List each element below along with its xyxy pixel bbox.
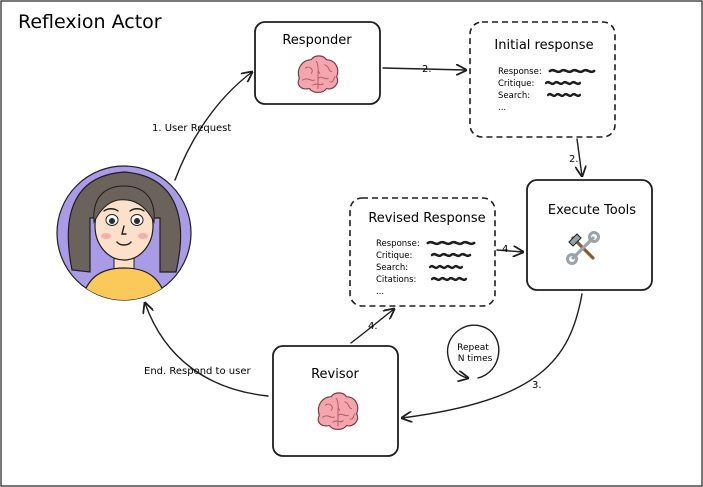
edge-label-user-request: 1. User Request [152,123,231,134]
revised-field-critique: Critique: [376,251,412,261]
brain-icon [317,392,359,431]
repeat-count-label: N times [458,354,493,364]
arrow-respond-to-user [145,303,269,397]
revised-field-search: Search: [376,263,408,273]
revised-response-title: Revised Response [368,211,485,226]
scribble-line [426,240,476,246]
edge-label-2a: 2. [422,64,432,75]
scribble-line [544,80,582,86]
edge-label-4b: 4 [502,244,508,255]
edge-label-end: End. Respond to user [144,366,251,377]
initial-field-critique: Critique: [498,79,534,89]
responder-node: Responder [254,21,381,105]
scribble-line [428,264,464,270]
arrow-user-request [174,72,252,181]
responder-title: Responder [282,33,352,48]
repeat-label: Repeat [457,343,489,353]
user-avatar [56,165,192,301]
arrow-initial-to-execute [577,138,582,176]
scribble-line [430,252,472,258]
initial-response-node: Initial response Response: Critique: Sea… [469,21,616,138]
arrow-responder-to-initial [382,68,466,70]
arrow-revisor-to-revised [350,309,394,344]
diagram-title: Reflexion Actor [18,11,162,33]
revised-field-more: ... [376,287,384,297]
avatar-hair [67,171,182,273]
arrow-execute-to-revisor [402,293,583,418]
repeat-loop-arrow [446,324,500,378]
initial-field-more: ... [498,103,506,113]
scribble-line [430,276,468,282]
initial-response-title: Initial response [494,38,593,53]
revisor-title: Revisor [311,367,359,382]
edge-label-4a: 4. [368,321,378,332]
revised-response-node: Revised Response Response: Critique: Sea… [349,197,496,307]
edge-label-2b: 2. [569,154,579,165]
revised-field-response: Response: [376,239,420,249]
initial-field-response: Response: [498,67,542,77]
scribble-line [548,68,596,74]
hammer-and-wrench-icon [566,231,600,265]
edge-label-3: 3. [532,380,542,391]
scribble-line [546,92,582,98]
revised-field-citations: Citations: [376,275,416,285]
revisor-node: Revisor [272,345,399,457]
execute-tools-node: Execute Tools [526,179,653,291]
initial-field-search: Search: [498,91,530,101]
repeat-loop: Repeat N times [446,324,500,378]
brain-icon [297,55,339,94]
arrow-revised-to-execute [496,250,523,252]
execute-tools-title: Execute Tools [548,203,636,218]
